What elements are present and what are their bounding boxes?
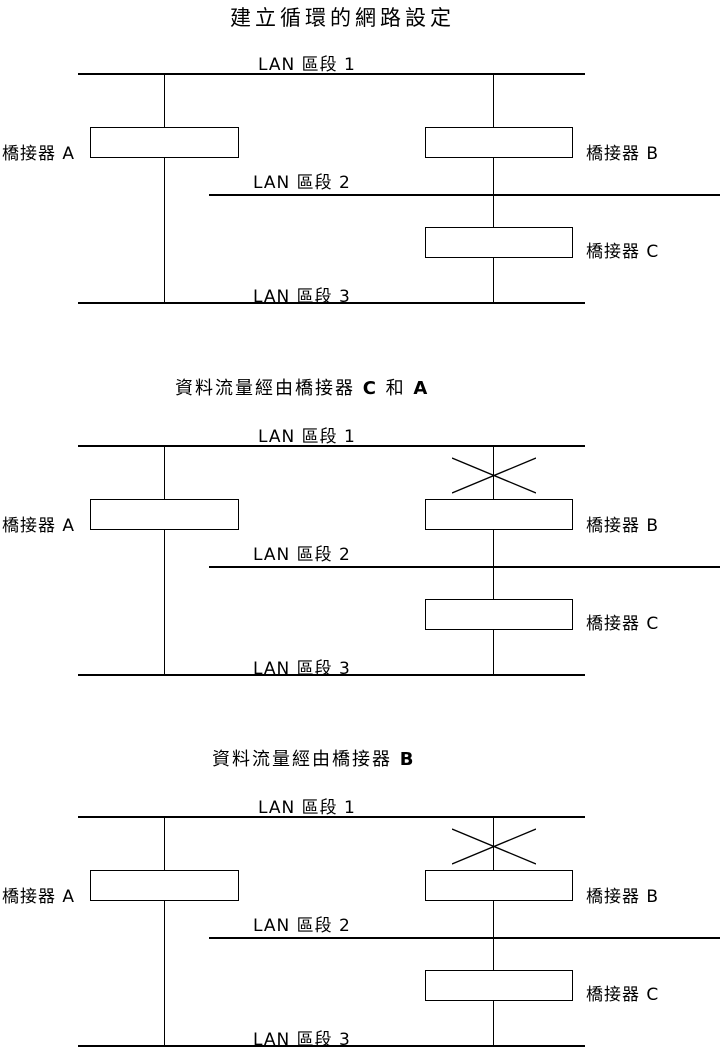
title-bold-a: A (413, 378, 430, 399)
bridge-b-box (425, 127, 573, 158)
lan-segment-2-bus-line (209, 566, 720, 568)
bridge-c-label: 橋接器 C (586, 614, 660, 634)
lan-segment-2-label: LAN 區段 2 (253, 173, 351, 193)
blocked-link-x-icon (452, 457, 536, 494)
lan-segment-3-bus-line (78, 302, 585, 304)
bridge-a-box (90, 870, 239, 901)
bridge-b-box (425, 870, 573, 901)
bridge-b-label: 橋接器 B (586, 144, 660, 164)
title-text: 資料流量經由橋接器 (212, 749, 400, 770)
bridge-b-label: 橋接器 B (586, 516, 660, 536)
diagram-traffic-via-c-and-a: 資料流量經由橋接器 C 和 A LAN 區段 1 LAN 區段 2 LAN 區段… (0, 372, 720, 682)
bridge-b-link-line (493, 74, 494, 303)
bridge-a-link-line (164, 446, 165, 675)
lan-segment-2-bus-line (209, 194, 720, 196)
bridge-a-link-line (164, 817, 165, 1046)
bridge-c-box (425, 970, 573, 1001)
title-bold-c: C (362, 378, 378, 399)
bridge-c-label: 橋接器 C (586, 242, 660, 262)
lan-segment-2-label: LAN 區段 2 (253, 916, 351, 936)
diagram-title: 資料流量經由橋接器 B (212, 745, 415, 771)
lan-segment-1-label: LAN 區段 1 (258, 427, 356, 447)
blocked-link-x-icon (452, 828, 536, 865)
title-text: 資料流量經由橋接器 (175, 378, 363, 399)
diagram-loop-network-setup: 建立循環的網路設定 LAN 區段 1 LAN 區段 2 LAN 區段 3 橋接器… (0, 0, 720, 310)
bridge-a-box (90, 499, 239, 530)
title-text: 和 (377, 378, 414, 399)
lan-segment-1-bus-line (78, 73, 585, 75)
lan-segment-1-bus-line (78, 816, 585, 818)
title-text: 建立循環的網路設定 (230, 6, 455, 30)
bridge-a-box (90, 127, 239, 158)
bridge-b-box (425, 499, 573, 530)
bridge-c-label: 橋接器 C (586, 985, 660, 1005)
bridge-a-link-line (164, 74, 165, 303)
lan-segment-3-bus-line (78, 674, 585, 676)
bridge-a-label: 橋接器 A (2, 516, 76, 536)
lan-segment-1-bus-line (78, 445, 585, 447)
bridge-b-link-line (493, 817, 494, 1046)
bridge-a-label: 橋接器 A (2, 144, 76, 164)
title-bold-b: B (399, 749, 416, 770)
bridge-b-label: 橋接器 B (586, 887, 660, 907)
lan-segment-2-label: LAN 區段 2 (253, 545, 351, 565)
diagram-title: 建立循環的網路設定 (230, 2, 455, 32)
lan-segment-1-label: LAN 區段 1 (258, 798, 356, 818)
diagram-title: 資料流量經由橋接器 C 和 A (175, 374, 429, 400)
diagram-traffic-via-b: 資料流量經由橋接器 B LAN 區段 1 LAN 區段 2 LAN 區段 3 橋… (0, 743, 720, 1050)
bridge-a-label: 橋接器 A (2, 887, 76, 907)
bridge-c-box (425, 227, 573, 258)
lan-segment-2-bus-line (209, 937, 720, 939)
lan-segment-3-bus-line (78, 1045, 585, 1047)
lan-segment-1-label: LAN 區段 1 (258, 55, 356, 75)
bridge-c-box (425, 599, 573, 630)
bridge-b-link-line (493, 446, 494, 675)
